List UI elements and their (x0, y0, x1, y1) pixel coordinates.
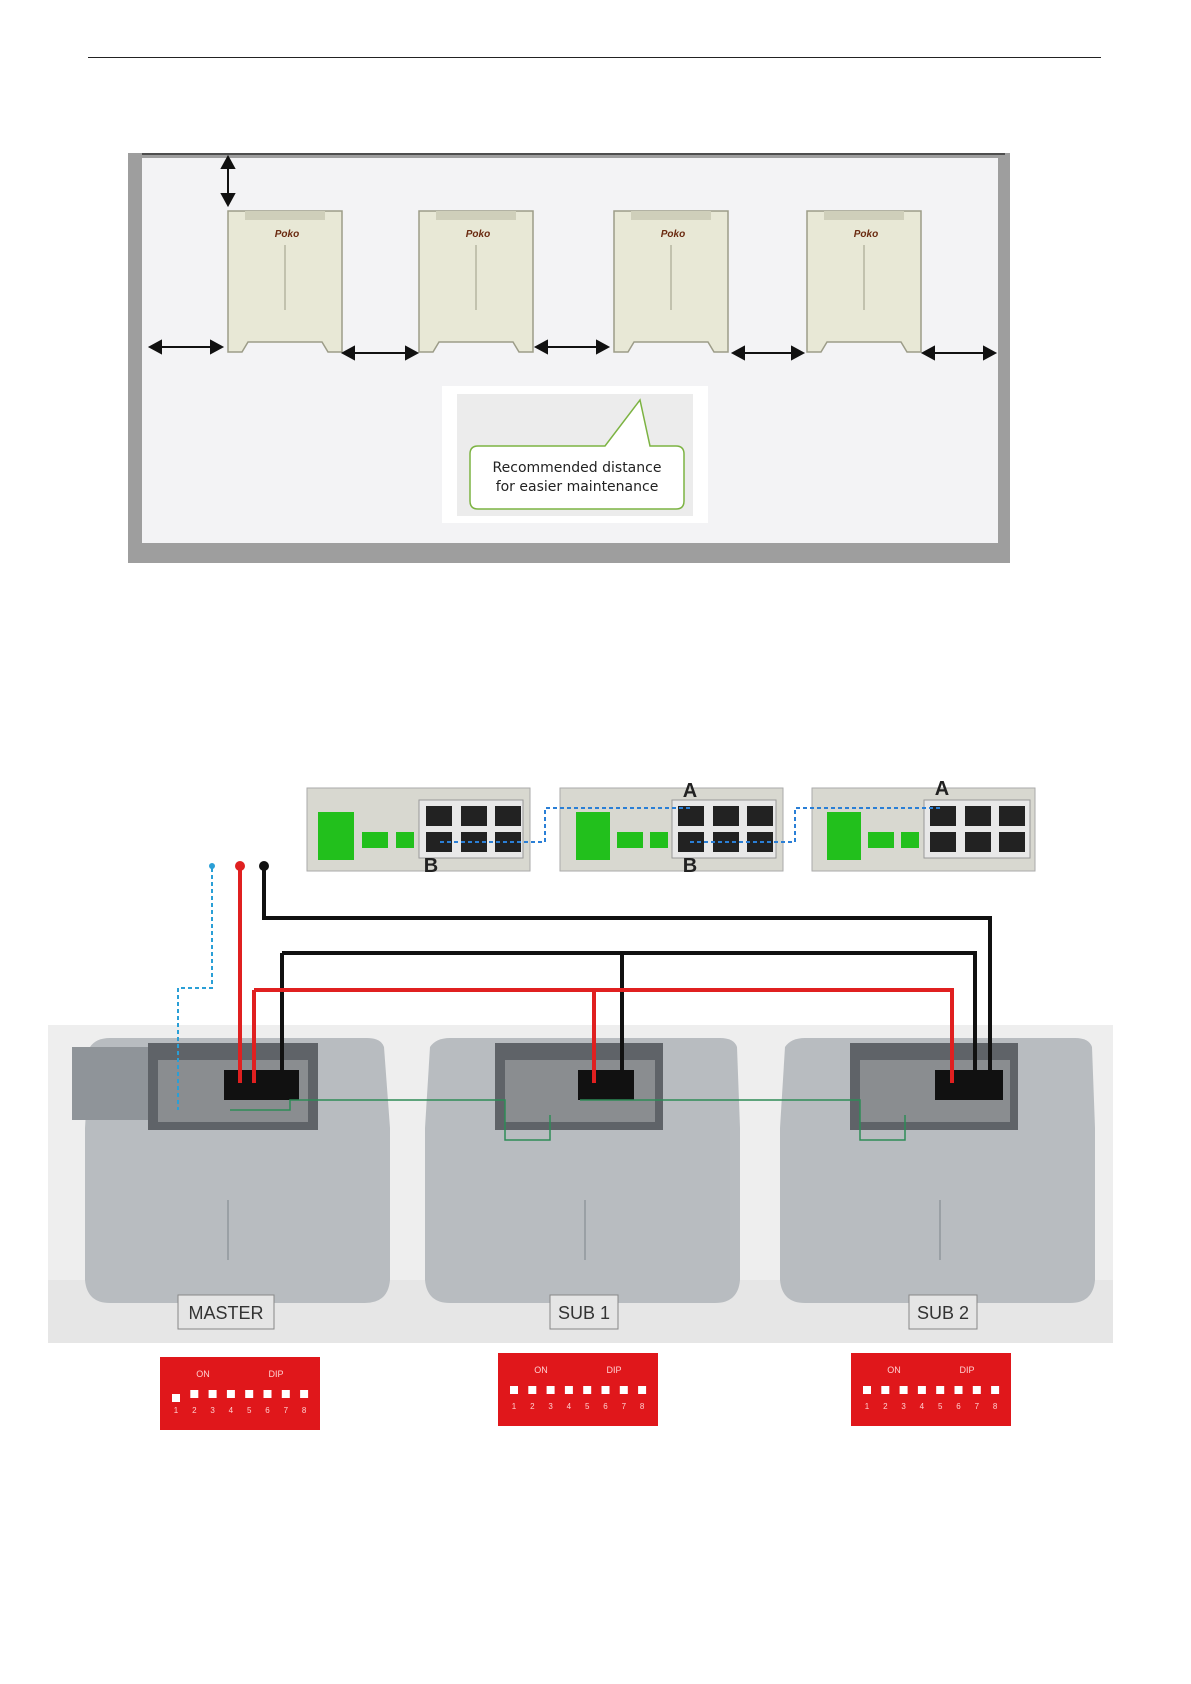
dip-number: 2 (192, 1406, 197, 1415)
dip-number: 6 (603, 1402, 608, 1411)
dip-number: 8 (993, 1402, 998, 1411)
dip-number: 3 (901, 1402, 906, 1411)
dip-key-5 (583, 1386, 591, 1394)
interface-panel-3 (812, 788, 1035, 871)
battery-unit-4: Poko (807, 211, 921, 352)
dip-key-4 (565, 1386, 573, 1394)
dip-number: 1 (512, 1402, 517, 1411)
dip-switch-sub-1: ON DIP 1 2 3 4 5 6 7 8 (498, 1353, 658, 1426)
dip-switch-master: ON DIP 1 2 3 4 5 6 7 8 (160, 1357, 320, 1430)
dip-key-5 (245, 1390, 253, 1398)
parallel-wiring-figure: B A B A (0, 760, 1191, 1460)
dip-key-8 (991, 1386, 999, 1394)
dip-key-5 (936, 1386, 944, 1394)
dip-key-3 (900, 1386, 908, 1394)
callout-line-2: for easier maintenance (496, 479, 659, 495)
dip-key-7 (282, 1390, 290, 1398)
dip-key-2 (190, 1390, 198, 1398)
dip-key-1 (172, 1394, 180, 1402)
dip-switch-sub-2: ON DIP 1 2 3 4 5 6 7 8 (851, 1353, 1011, 1426)
battery-unit-2: Poko (419, 211, 533, 352)
dip-key-4 (227, 1390, 235, 1398)
dip-key-8 (300, 1390, 308, 1398)
maintenance-callout: Recommended distance for easier maintena… (442, 386, 708, 523)
svg-text:DIP: DIP (268, 1369, 283, 1379)
dip-key-1 (510, 1386, 518, 1394)
dip-number: 3 (210, 1406, 215, 1415)
dip-number: 7 (975, 1402, 980, 1411)
dip-key-4 (918, 1386, 926, 1394)
dip-number: 2 (883, 1402, 888, 1411)
dip-key-3 (547, 1386, 555, 1394)
dip-key-3 (209, 1390, 217, 1398)
dip-number: 5 (247, 1406, 252, 1415)
dip-key-6 (955, 1386, 963, 1394)
battery-unit-3: Poko (614, 211, 728, 352)
dip-key-2 (528, 1386, 536, 1394)
dip-key-1 (863, 1386, 871, 1394)
dip-key-7 (620, 1386, 628, 1394)
battery-master (72, 1038, 390, 1303)
dip-key-6 (602, 1386, 610, 1394)
port-label-b: B (683, 855, 697, 877)
negative-cable-end (259, 861, 269, 871)
dip-number: 8 (640, 1402, 645, 1411)
dip-number: 2 (530, 1402, 535, 1411)
dip-key-6 (264, 1390, 272, 1398)
port-label-a: A (935, 778, 949, 800)
battery-label: SUB 1 (558, 1303, 610, 1323)
battery-sub-1 (425, 1038, 740, 1303)
battery-label: MASTER (188, 1303, 263, 1323)
port-label-a: A (683, 780, 697, 802)
dip-number: 4 (567, 1402, 572, 1411)
dip-key-8 (638, 1386, 646, 1394)
dip-number: 5 (938, 1402, 943, 1411)
battery-unit-1: Poko (228, 211, 342, 352)
svg-text:ON: ON (196, 1369, 210, 1379)
dip-number: 4 (229, 1406, 234, 1415)
dip-number: 5 (585, 1402, 590, 1411)
dip-number: 8 (302, 1406, 307, 1415)
unit-logo: Poko (661, 229, 685, 240)
svg-text:DIP: DIP (606, 1365, 621, 1375)
unit-logo: Poko (466, 229, 490, 240)
port-label-b: B (424, 855, 438, 877)
dip-key-2 (881, 1386, 889, 1394)
callout-line-1: Recommended distance (493, 460, 662, 476)
dip-number: 1 (865, 1402, 870, 1411)
dip-number: 6 (265, 1406, 270, 1415)
comm-cable-end (209, 863, 215, 869)
dip-number: 1 (174, 1406, 179, 1415)
sub1-label-plate: SUB 1 (550, 1295, 618, 1329)
svg-text:DIP: DIP (959, 1365, 974, 1375)
battery-label: SUB 2 (917, 1303, 969, 1323)
positive-cable-end (235, 861, 245, 871)
interface-panel-2 (560, 788, 783, 871)
unit-logo: Poko (854, 229, 878, 240)
interface-panel-1 (307, 788, 530, 871)
battery-sub-2 (780, 1038, 1095, 1303)
dip-number: 7 (622, 1402, 627, 1411)
dip-key-7 (973, 1386, 981, 1394)
installation-spacing-figure: Poko Poko Poko Poko (0, 0, 1191, 600)
dip-number: 7 (284, 1406, 289, 1415)
master-label-plate: MASTER (178, 1295, 274, 1329)
dip-number: 6 (956, 1402, 961, 1411)
sub2-label-plate: SUB 2 (909, 1295, 977, 1329)
svg-text:ON: ON (887, 1365, 901, 1375)
unit-logo: Poko (275, 229, 299, 240)
svg-text:ON: ON (534, 1365, 548, 1375)
dip-number: 4 (920, 1402, 925, 1411)
dip-number: 3 (548, 1402, 553, 1411)
